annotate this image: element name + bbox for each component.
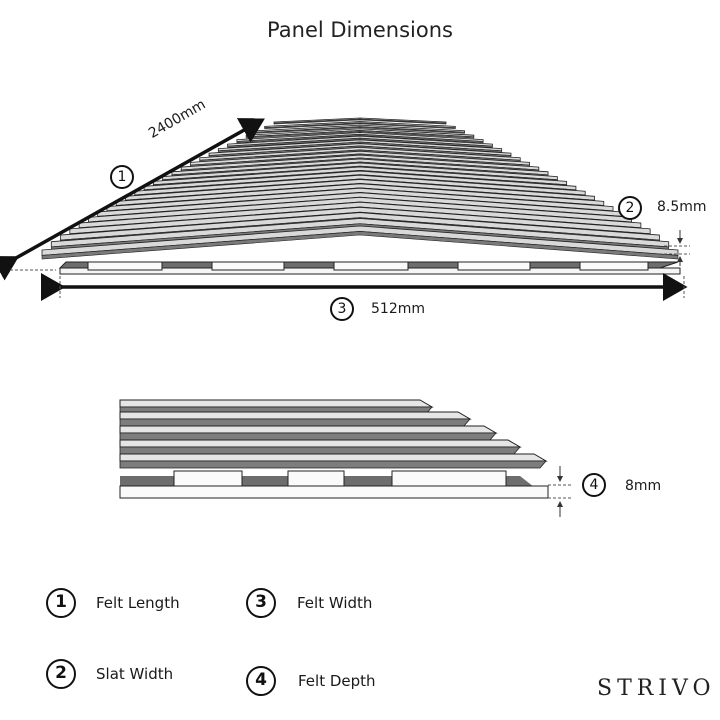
detail-slat — [119, 439, 522, 448]
slat-side — [273, 118, 447, 125]
detail-slat-side — [119, 460, 547, 469]
brand-logo: STRIVO — [597, 676, 716, 701]
width-value: 512mm — [371, 301, 425, 317]
legend-label-2: Slat Width — [96, 665, 174, 683]
width-number: 3 — [330, 297, 354, 321]
slat-number: 2 — [618, 196, 642, 220]
detail-slat-side — [119, 432, 497, 441]
detail-panel — [119, 399, 549, 499]
depth-value: 8mm — [625, 478, 662, 494]
legend-number-2: 2 — [46, 659, 76, 689]
detail-slat — [119, 399, 434, 408]
detail-slat — [119, 425, 498, 434]
detail-slat — [119, 411, 472, 420]
top-panel — [41, 117, 681, 275]
slat-value: 8.5mm — [657, 199, 707, 215]
page-title: Panel Dimensions — [267, 18, 453, 42]
depth-ticks — [548, 466, 572, 517]
length-arrow — [0, 118, 266, 281]
legend-label-4: Felt Depth — [298, 672, 376, 690]
detail-slat — [119, 453, 548, 462]
detail-slat-side — [119, 418, 471, 427]
legend-number-4: 4 — [246, 666, 276, 696]
detail-slat-side — [119, 446, 521, 455]
legend-number-3: 3 — [246, 588, 276, 618]
legend-number-1: 1 — [46, 588, 76, 618]
legend-label-3: Felt Width — [297, 594, 373, 612]
depth-number: 4 — [582, 473, 606, 497]
legend-label-1: Felt Length — [96, 594, 180, 612]
slat-ticks — [664, 230, 690, 266]
length-number: 1 — [110, 165, 134, 189]
